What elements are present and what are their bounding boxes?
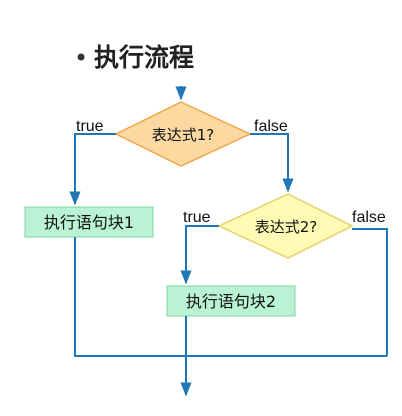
decision1-diamond [114, 101, 252, 167]
decision1-true-label: true [76, 118, 104, 135]
merge-line [74, 237, 387, 357]
decision2-true-arrow [180, 225, 219, 285]
decision2-false-line [352, 228, 388, 356]
block2-rect [166, 285, 296, 317]
block2-label: 执行语句块2 [186, 292, 276, 311]
page-title: 执行流程 [94, 43, 194, 72]
title-bullet: • [74, 44, 88, 72]
decision2-label: 表达式2? [255, 218, 318, 236]
decision2-true-label: true [183, 209, 211, 226]
decision1-label: 表达式1? [152, 126, 215, 144]
decision1-true-arrow [69, 133, 116, 206]
decision1-false-arrow [250, 133, 294, 193]
decision2-false-label: false [352, 209, 386, 226]
decision2-diamond [217, 193, 354, 259]
decision1-false-label: false [254, 118, 288, 135]
block1-label: 执行语句块1 [44, 213, 134, 232]
block1-rect [24, 206, 154, 238]
